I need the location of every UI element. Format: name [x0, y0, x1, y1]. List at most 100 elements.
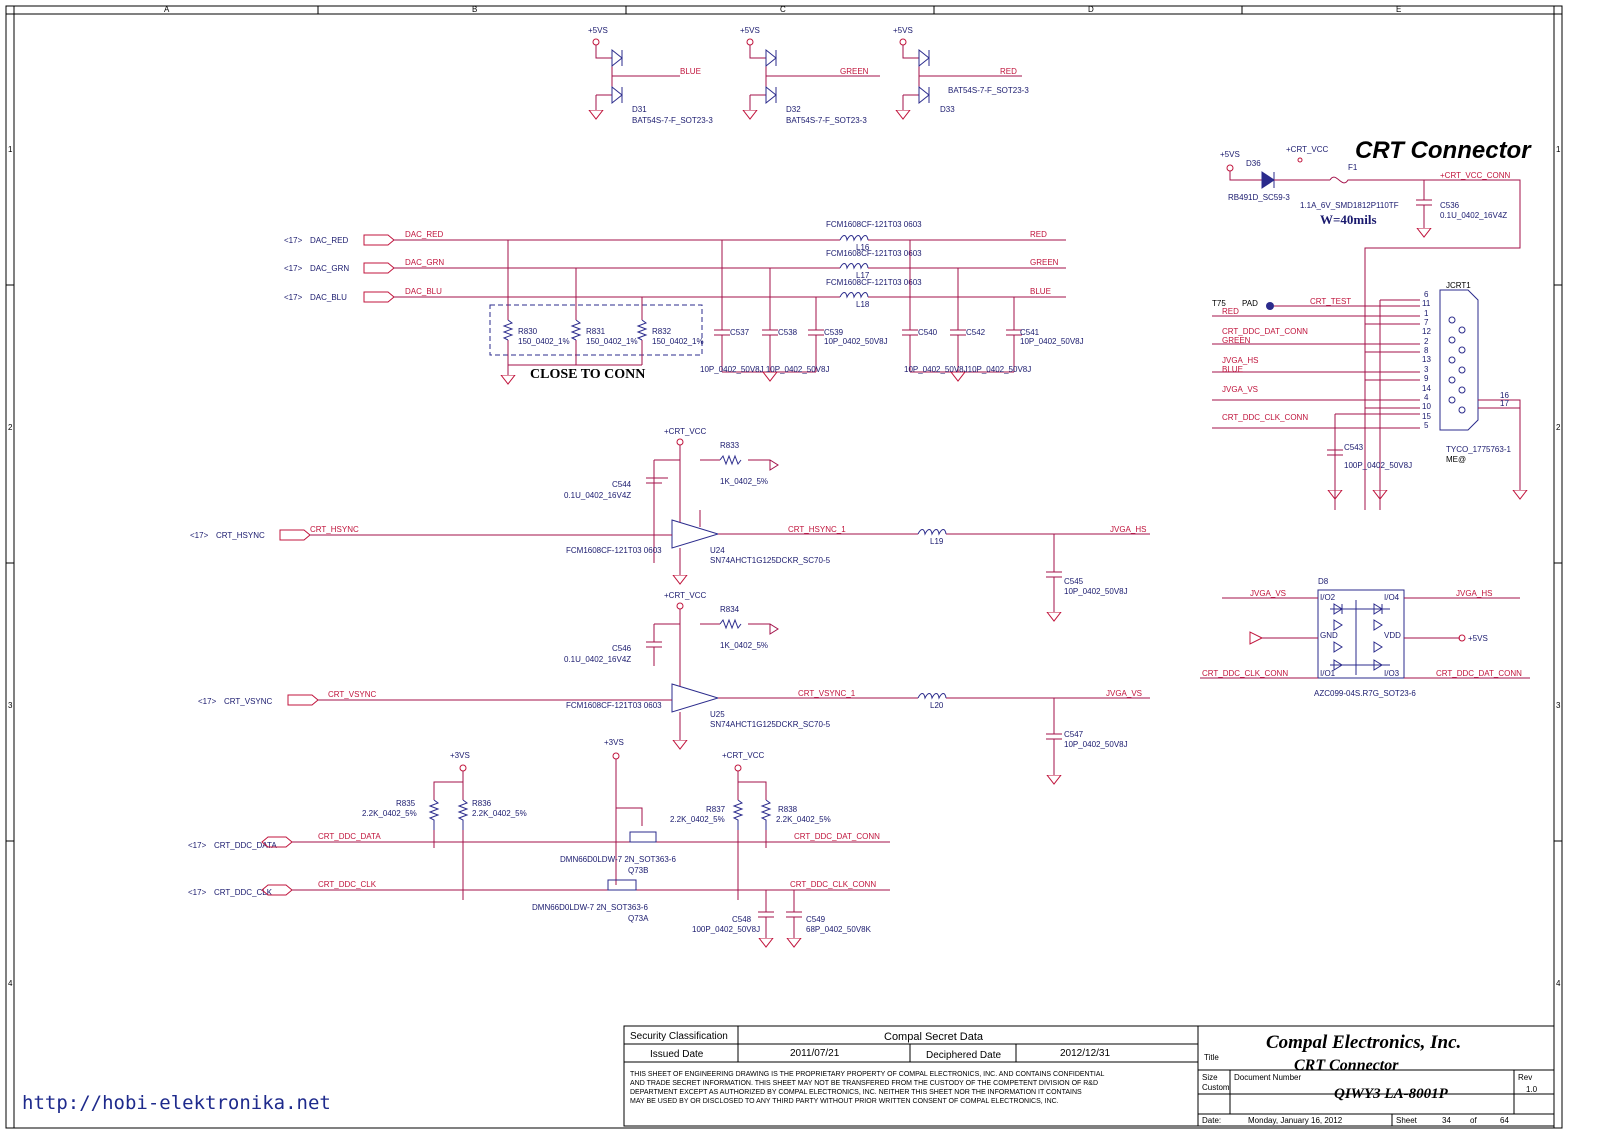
grid-col-a: A [164, 5, 170, 14]
part-value-f1: 1.1A_6V_SMD1812P110TF [1300, 201, 1399, 210]
net-label-crt-vsync: CRT_VSYNC [328, 690, 377, 699]
sheet-ref: <17> [188, 841, 207, 850]
svg-text:I/O4: I/O4 [1384, 593, 1400, 602]
part-value-c545: 10P_0402_50V8J [1064, 587, 1128, 596]
grid-col-c: C [780, 5, 786, 14]
net-label-crt-ddc-clk: CRT_DDC_CLK [318, 880, 377, 889]
part-ref-c545: C545 [1064, 577, 1084, 586]
net-label-dac-grn: DAC_GRN [405, 258, 444, 267]
port-dac-grn [363, 262, 395, 274]
port-label-crt-ddc-data: CRT_DDC_DATA [214, 841, 277, 850]
svg-text:GND: GND [1320, 631, 1338, 640]
part-ref-l19: L19 [930, 537, 944, 546]
part-ref-d33: D33 [940, 105, 955, 114]
of-label: of [1470, 1116, 1477, 1125]
svg-text:3: 3 [1424, 365, 1429, 374]
date-label: Date: [1202, 1116, 1221, 1125]
part-ref-c540: C540 [918, 328, 938, 337]
grid-row-labels: 1 2 3 4 1 2 3 4 [8, 145, 1561, 988]
part-value-r833: 1K_0402_5% [720, 477, 768, 486]
svg-text:AND TRADE SECRET INFORMATION.: AND TRADE SECRET INFORMATION. THIS SHEET… [630, 1080, 1098, 1087]
part-value-c539: 10P_0402_50V8J [824, 337, 888, 346]
ddc-level-shifter: +3VS R835 2.2K_0402_5% R836 2.2K_0402_5%… [188, 738, 890, 948]
document-number-value: QIWY3 LA-8001P [1334, 1086, 1449, 1102]
part-aux-u25: FCM1608CF-121T03 0603 [566, 701, 662, 710]
sheet-label: Sheet [1396, 1116, 1418, 1125]
part-value-c543: 100P_0402_50V8J [1344, 461, 1412, 470]
part-ref-c541: C541 [1020, 328, 1040, 337]
port-dac-blu [363, 291, 395, 303]
title-value: CRT Connector [1294, 1057, 1399, 1074]
net-label-green-conn: GREEN [1222, 336, 1251, 345]
net-label-dac-red: DAC_RED [405, 230, 443, 239]
part-extra-jcrt1: ME@ [1446, 455, 1466, 464]
part-ref-d31: D31 [632, 105, 647, 114]
net-label-ddc-clk-conn-d8: CRT_DDC_CLK_CONN [1202, 669, 1288, 678]
size-label: Size [1202, 1073, 1218, 1082]
part-value-r832: 150_0402_1% [652, 337, 704, 346]
svg-text:VDD: VDD [1384, 631, 1401, 640]
grid-row-4: 4 [8, 979, 13, 988]
net-label-green: GREEN [840, 67, 869, 76]
svg-text:14: 14 [1422, 384, 1431, 393]
confidential-notice: THIS SHEET OF ENGINEERING DRAWING IS THE… [630, 1071, 1104, 1105]
grid-row-2: 2 [8, 423, 13, 432]
svg-text:9: 9 [1424, 374, 1429, 383]
net-label-blue: BLUE [680, 67, 701, 76]
port-label-dac-red: DAC_RED [310, 236, 348, 245]
grid-row-1-right: 1 [1556, 145, 1561, 154]
part-value-u24: SN74AHCT1G125DCKR_SC70-5 [710, 556, 831, 565]
part-ref-c542: C542 [966, 328, 986, 337]
part-aux-u24: FCM1608CF-121T03 0603 [566, 546, 662, 555]
part-ref-r833: R833 [720, 441, 740, 450]
test-pad-ref: T75 [1212, 299, 1226, 308]
sheet-title: CRT Connector [1355, 137, 1532, 164]
net-label-crt-vcc: +CRT_VCC [1286, 145, 1329, 154]
vga-connector-jcrt1: T75 PAD CRT_TEST RED CRT_DDC_DAT_CONN GR… [1212, 281, 1528, 510]
part-ref-r835: R835 [396, 799, 416, 808]
part-ref-d32: D32 [786, 105, 801, 114]
sheet-ref: <17> [284, 236, 303, 245]
part-value-jcrt1: TYCO_1775763-1 [1446, 445, 1511, 454]
part-value-c546: 0.1U_0402_16V4Z [564, 655, 631, 664]
sheet-ref: <17> [284, 293, 303, 302]
part-ref-l18: L18 [856, 300, 870, 309]
esd-array-d8: D8 AZC099-04S.R7G_SOT23-6 I/O2 I/O4 GND … [1200, 577, 1530, 698]
dac-input-section: <17> DAC_RED DAC_RED RED <17> DAC_GRN DA… [284, 220, 1084, 385]
net-label-crt-vcc-conn: +CRT_VCC_CONN [1440, 171, 1511, 180]
watermark-url: http://hobi-elektronika.net [22, 1092, 331, 1114]
part-values-c540-c542: 10P_0402_50V8J10P_0402_50V8J [904, 365, 1031, 374]
part-ref-c547: C547 [1064, 730, 1084, 739]
svg-text:I/O2: I/O2 [1320, 593, 1336, 602]
part-ref-d8: D8 [1318, 577, 1329, 586]
svg-text:1: 1 [1424, 309, 1429, 318]
part-ref-l20: L20 [930, 701, 944, 710]
close-to-conn-note: CLOSE TO CONN [530, 367, 645, 382]
part-ref-jcrt1: JCRT1 [1446, 281, 1471, 290]
close-to-conn-box [489, 304, 703, 356]
part-value-r835: 2.2K_0402_5% [362, 809, 417, 818]
sheet-ref: <17> [190, 531, 209, 540]
port-label-dac-grn: DAC_GRN [310, 264, 349, 273]
deciphered-date-label: Deciphered Date [926, 1050, 1001, 1061]
width-note: W=40mils [1320, 212, 1377, 227]
part-value-r838: 2.2K_0402_5% [776, 815, 831, 824]
part-values-c537-c538: 10P_0402_50V8J 10P_0402_50V8J [700, 365, 829, 374]
svg-text:4: 4 [1424, 393, 1429, 402]
part-ref-u25: U25 [710, 710, 725, 719]
net-label-ddc-dat-conn-d8: CRT_DDC_DAT_CONN [1436, 669, 1522, 678]
part-ref-c536: C536 [1440, 201, 1460, 210]
port-crt-vsync [287, 694, 319, 706]
part-ref-r830: R830 [518, 327, 538, 336]
connector-pin-17: 17 [1500, 399, 1509, 408]
net-label-5vs: +5VS [1220, 150, 1240, 159]
part-ref-c548: C548 [732, 915, 752, 924]
net-label-crt-vsync-1: CRT_VSYNC_1 [798, 689, 856, 698]
svg-text:THIS SHEET OF ENGINEERING DRAW: THIS SHEET OF ENGINEERING DRAWING IS THE… [630, 1071, 1104, 1078]
net-label-jvga-vs-d8: JVGA_VS [1250, 589, 1286, 598]
part-ref-r834: R834 [720, 605, 740, 614]
part-value-d31: BAT54S-7-F_SOT23-3 [632, 116, 713, 125]
net-label-green-out: GREEN [1030, 258, 1059, 267]
net-label-jvga-vs-conn: JVGA_VS [1222, 385, 1258, 394]
port-dac-red [363, 234, 395, 246]
